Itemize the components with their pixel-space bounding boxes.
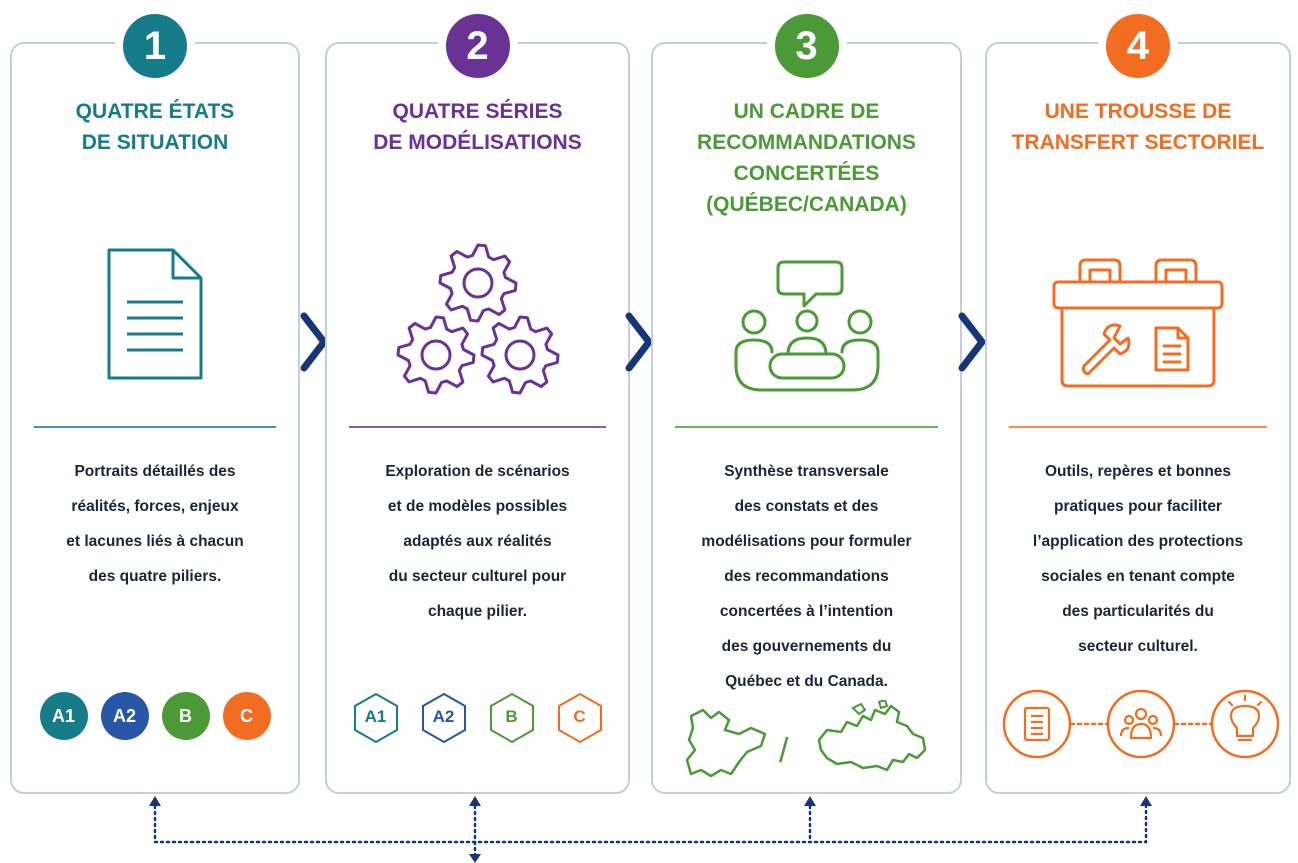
description-line: Outils, repères et bonnes (1044, 463, 1232, 480)
description-line: l’application des protections (1032, 533, 1244, 550)
description-line: adaptés aux réalités (403, 533, 552, 550)
document-icon (107, 248, 203, 380)
step-4-title-line: UNE TROUSSE DE (1044, 100, 1232, 123)
gear-shape (438, 243, 517, 323)
gear-hole (462, 267, 493, 299)
description-line: Portraits détaillés des (74, 463, 236, 480)
step-3-description: Synthèse transversale des constats et de… (663, 454, 950, 699)
step-1-card: 1 QUATRE ÉTATS DE SITUATION Portraits dé… (10, 6, 300, 794)
gear-hole (504, 339, 535, 371)
gear-hole (420, 339, 451, 371)
step-4-title-line: TRANSFERT SECTORIEL (1011, 131, 1265, 154)
description-line: des constats et des (734, 498, 879, 515)
description-line: et de modèles possibles (387, 498, 568, 515)
quebec-map-icon (685, 708, 767, 778)
description-line: et lacunes liés à chacun (66, 533, 244, 550)
badge-a1: A1 (39, 692, 88, 740)
canada-map-icon (817, 700, 927, 772)
hex-badge-label: A1 (364, 707, 387, 726)
step-3-divider (675, 426, 938, 428)
feedback-connector (149, 796, 1152, 863)
step-2-title: QUATRE SÉRIES DE MODÉLISATIONS (335, 96, 620, 158)
description-line: sociales en tenant compte (1041, 568, 1235, 585)
hex-badge-a1: A1 (353, 692, 399, 744)
hex-badge-label: C (573, 707, 586, 726)
lightbulb-icon (1227, 694, 1263, 742)
description-line: Québec et du Canada. (725, 673, 888, 690)
step-4-description: Outils, repères et bonnes pratiques pour… (997, 454, 1279, 664)
step-4-title: UNE TROUSSE DE TRANSFERT SECTORIEL (995, 96, 1281, 158)
description-line: réalités, forces, enjeux (71, 498, 239, 515)
step-1-divider (34, 426, 276, 428)
chevron-right-icon (625, 312, 653, 372)
step-4-divider (1009, 426, 1267, 428)
badge-a2: A2 (100, 692, 149, 740)
step-4-card: 4 UNE TROUSSE DE TRANSFERT SECTORIEL Out… (985, 6, 1291, 794)
step-2-number: 2 (437, 6, 518, 86)
chevron-right-icon (958, 312, 986, 372)
step-2-divider (349, 426, 606, 428)
tools-chain (1002, 689, 1280, 759)
step-2-description: Exploration de scénarios et de modèles p… (337, 454, 618, 629)
description-line: secteur culturel. (1078, 638, 1198, 655)
meeting-icon (734, 260, 879, 392)
hex-badge-a2: A2 (421, 692, 467, 744)
description-line: du secteur culturel pour (388, 568, 567, 585)
description-line: pratiques pour faciliter (1054, 498, 1222, 515)
step-3-title-line: CONCERTÉES (733, 162, 880, 185)
step-3-title: UN CADRE DE RECOMMANDATIONS CONCERTÉES (… (661, 96, 952, 220)
step-3-title-line: (QUÉBEC/CANADA) (706, 193, 907, 216)
description-line: Exploration de scénarios (385, 463, 570, 480)
step-1-number: 1 (115, 6, 195, 86)
map-separator: / (779, 732, 789, 770)
chevron-right-icon (300, 312, 328, 372)
step-1-title-line: QUATRE ÉTATS (75, 100, 235, 123)
hex-badge-label: B (505, 707, 518, 726)
gears-icon (396, 243, 559, 395)
description-line: des recommandations (724, 568, 889, 585)
step-2-card: 2 QUATRE SÉRIES DE MODÉLISATIONS Explora… (325, 6, 630, 794)
hex-badge-b: B (489, 692, 535, 744)
step-3-card: 3 UN CADRE DE RECOMMANDATIONS CONCERTÉES… (651, 6, 962, 794)
toolbox-icon (1052, 258, 1224, 388)
pillar-hex-badges: A1 A2 B C (327, 692, 628, 744)
hex-badge-label: A2 (432, 707, 455, 726)
step-1-description: Portraits détaillés des réalités, forces… (22, 454, 288, 594)
step-2-title-line: DE MODÉLISATIONS (373, 131, 582, 154)
badge-c: C (222, 692, 271, 740)
step-3-number: 3 (766, 6, 847, 86)
checklist-icon (1023, 706, 1051, 742)
description-line: des particularités du (1062, 603, 1214, 620)
hex-badge-c: C (557, 692, 603, 744)
description-line: modélisations pour formuler (701, 533, 912, 550)
description-line: des quatre piliers. (88, 568, 222, 585)
step-2-title-line: QUATRE SÉRIES (392, 100, 563, 123)
pillar-badges: A1 A2 B C (12, 692, 298, 740)
description-line: concertées à l’intention (719, 603, 894, 620)
description-line: chaque pilier. (427, 603, 528, 620)
badge-b: B (161, 692, 210, 740)
step-4-number: 4 (1098, 6, 1178, 86)
gear-shape (396, 315, 475, 395)
description-line: des gouvernements du (721, 638, 892, 655)
step-3-title-line: UN CADRE DE (733, 100, 880, 123)
step-3-title-line: RECOMMANDATIONS (697, 131, 916, 154)
people-icon (1119, 707, 1163, 740)
step-1-title: QUATRE ÉTATS DE SITUATION (20, 96, 290, 158)
gear-shape (480, 315, 559, 395)
description-line: Synthèse transversale (724, 463, 889, 480)
step-1-title-line: DE SITUATION (81, 131, 229, 154)
